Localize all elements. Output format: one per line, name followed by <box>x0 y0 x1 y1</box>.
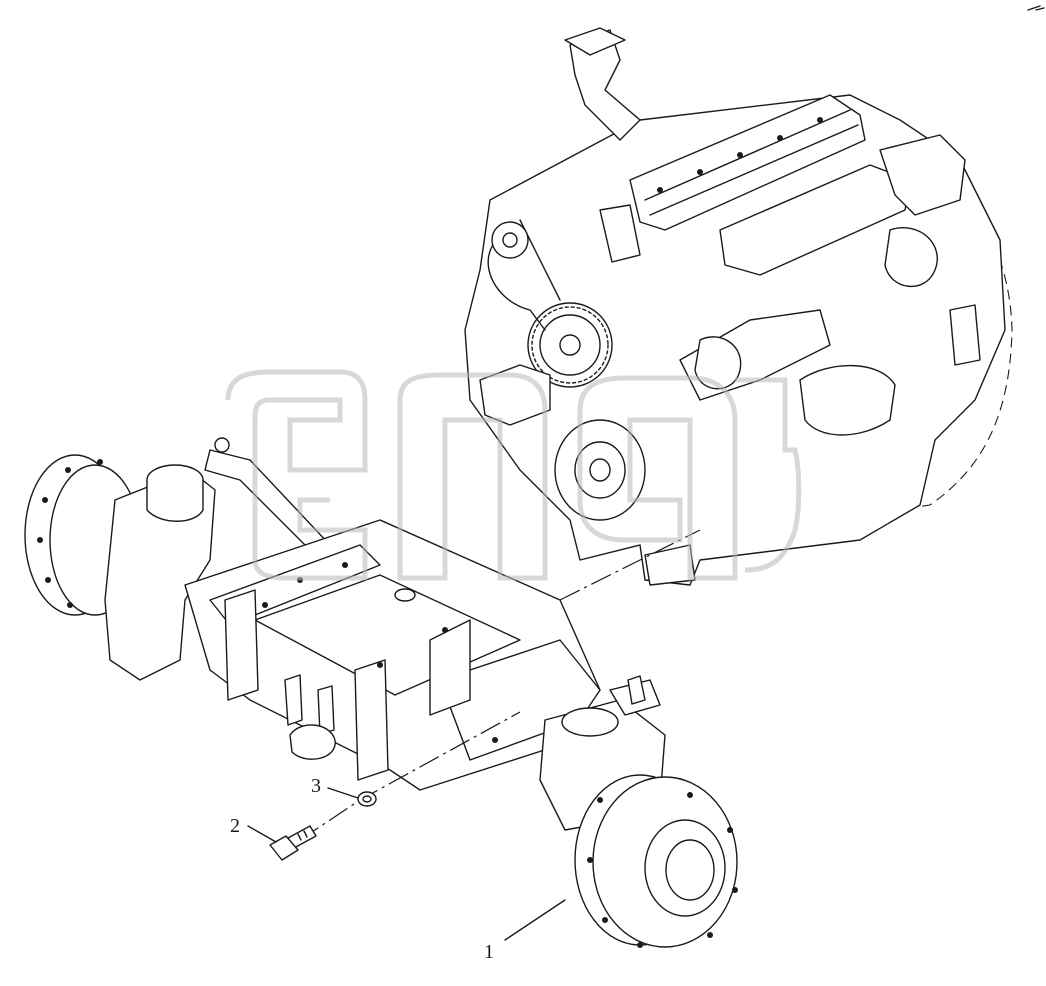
callout-1-label: 1 <box>484 941 494 963</box>
engine-assembly <box>464 27 1013 586</box>
washer <box>357 791 377 807</box>
right-side-plate <box>354 659 389 781</box>
intake-manifold <box>719 164 911 276</box>
sensor-box <box>949 304 981 366</box>
right-axle-tube <box>439 639 601 761</box>
mounting-centerline <box>559 529 701 601</box>
corner-mark <box>1027 5 1045 11</box>
fan-pulley <box>527 302 613 388</box>
callout-2: 2 <box>230 815 277 843</box>
valve-cover-bolts <box>657 117 823 193</box>
exhaust-flange <box>564 27 626 56</box>
drain-pan <box>289 724 336 760</box>
callout-1: 1 <box>484 899 566 963</box>
turbocharger <box>879 134 966 216</box>
callout-3: 3 <box>311 775 359 799</box>
breather-valve <box>627 675 646 705</box>
coolant-elbow <box>884 227 938 287</box>
bolt <box>269 825 317 861</box>
oil-filler <box>599 204 641 263</box>
right-wheel-hub <box>574 774 738 948</box>
callout-3-label: 3 <box>311 775 321 797</box>
callout-2-label: 2 <box>230 815 240 837</box>
starter-motor <box>799 364 896 436</box>
front-drive-axle <box>24 437 738 948</box>
left-side-plate <box>224 589 259 701</box>
watermark-logo <box>225 369 802 581</box>
